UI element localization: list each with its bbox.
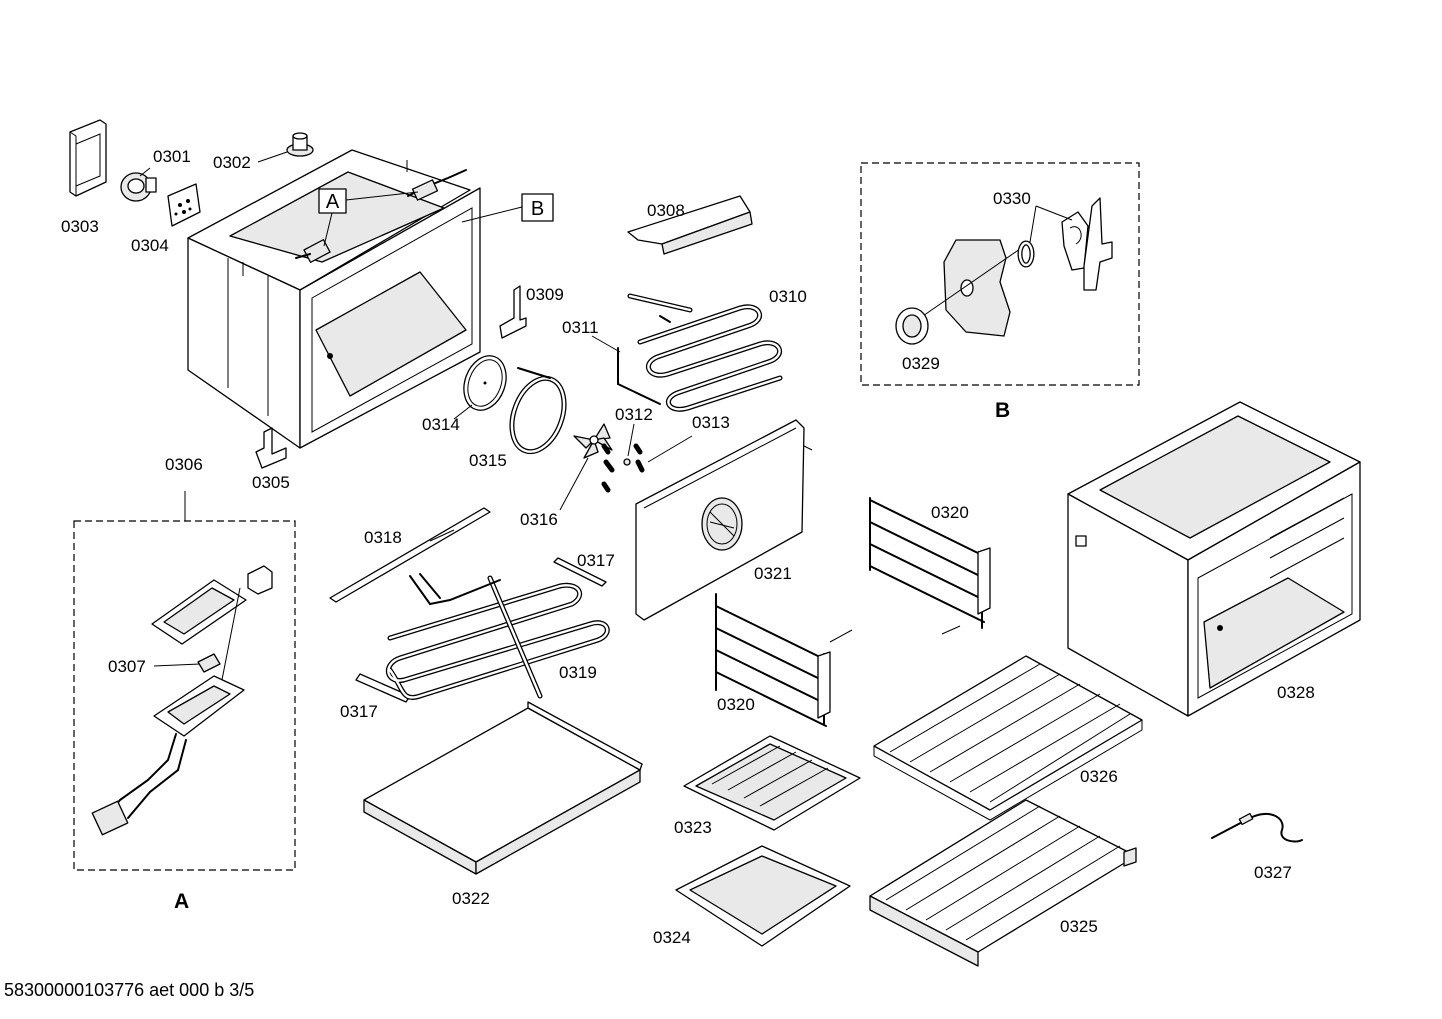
- part-label-0304: 0304: [131, 236, 169, 255]
- part-label-0314: 0314: [422, 415, 460, 434]
- callout-b-label: B: [531, 198, 544, 220]
- part-0327-drawing: [1211, 812, 1303, 843]
- part-label-0307: 0307: [108, 657, 146, 676]
- part-0316-drawing: [559, 423, 613, 511]
- part-label-0308: 0308: [647, 201, 685, 220]
- part-label-0312: 0312: [615, 405, 653, 424]
- part-0312-drawing: [623, 423, 635, 466]
- part-0313-drawing: [601, 435, 693, 493]
- detail-a-title: A: [174, 890, 189, 913]
- part-label-0306: 0306: [165, 455, 203, 474]
- part-0304-drawing: [167, 183, 201, 227]
- part-label-0313: 0313: [692, 413, 730, 432]
- part-0328-drawing: [1067, 401, 1361, 717]
- part-0322-drawing: [363, 701, 643, 875]
- part-label-0322: 0322: [452, 889, 490, 908]
- part-0325-drawing: [869, 799, 1137, 967]
- callout-a: A: [318, 188, 419, 247]
- part-0315-drawing: [509, 367, 567, 455]
- document-id-footer: 58300000103776 aet 000 b 3/5: [4, 980, 255, 1000]
- part-label-0315: 0315: [469, 451, 507, 470]
- part-label-0320-upper: 0320: [931, 503, 969, 522]
- part-0305-drawing: [255, 427, 287, 469]
- part-0314-drawing: [453, 355, 507, 420]
- part-label-0305: 0305: [252, 473, 290, 492]
- part-label-0326: 0326: [1080, 767, 1118, 786]
- callout-b: B: [461, 193, 554, 223]
- part-label-0321: 0321: [754, 564, 792, 583]
- part-label-0323: 0323: [674, 818, 712, 837]
- main-oven-housing: [187, 149, 481, 449]
- part-label-0318: 0318: [364, 528, 402, 547]
- part-label-0309: 0309: [526, 285, 564, 304]
- part-label-0330: 0330: [993, 189, 1031, 208]
- part-label-0303: 0303: [61, 217, 99, 236]
- part-0326-drawing: [873, 655, 1143, 821]
- part-0309-drawing: [499, 285, 527, 339]
- part-0320b-drawing: [869, 497, 991, 635]
- part-0319-drawing: [386, 573, 610, 700]
- part-label-0324: 0324: [653, 928, 691, 947]
- detail-b-frame: [860, 162, 1140, 386]
- callout-a-label: A: [326, 191, 340, 213]
- part-0320a-drawing: [715, 593, 853, 727]
- part-label-0329: 0329: [902, 354, 940, 373]
- part-label-0311: 0311: [562, 318, 599, 337]
- part-label-0320-lower: 0320: [717, 695, 755, 714]
- part-0303-drawing: [69, 119, 107, 197]
- part-0302-drawing: [257, 132, 314, 163]
- detail-a-lamp-assembly: [91, 565, 273, 836]
- detail-b-title: B: [995, 399, 1010, 422]
- part-0310-drawing: [627, 293, 783, 412]
- part-label-0319: 0319: [559, 663, 597, 682]
- part-label-0317-upper: 0317: [577, 551, 615, 570]
- part-0311-drawing: [591, 335, 661, 405]
- part-0323-drawing: [683, 735, 861, 831]
- part-label-0302: 0302: [213, 153, 251, 172]
- part-label-0316: 0316: [520, 510, 558, 529]
- part-label-0317-lower: 0317: [340, 702, 378, 721]
- part-label-0310: 0310: [769, 287, 807, 306]
- part-0318-drawing: [329, 507, 491, 603]
- part-label-0327: 0327: [1254, 863, 1292, 882]
- part-0301-drawing: [120, 167, 157, 202]
- part-label-0328: 0328: [1277, 683, 1315, 702]
- detail-b-light-assembly: [895, 197, 1113, 345]
- part-label-0325: 0325: [1060, 917, 1098, 936]
- part-0321-drawing: [635, 419, 813, 621]
- part-label-0301: 0301: [153, 147, 191, 166]
- part-0317a-drawing: [553, 557, 607, 587]
- part-0324-drawing: [675, 845, 851, 947]
- part-0308-drawing: [627, 195, 753, 255]
